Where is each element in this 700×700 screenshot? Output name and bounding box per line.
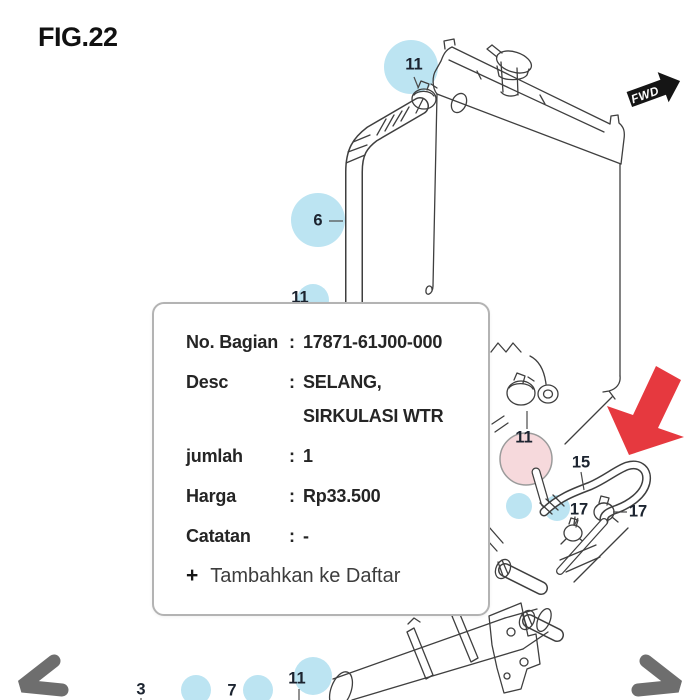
highlight-circle[interactable]: [291, 193, 345, 247]
field-row-description: Desc : SELANG,: [186, 370, 470, 395]
field-row-quantity: jumlah : 1: [186, 444, 470, 469]
highlight-circle[interactable]: [181, 675, 211, 700]
highlight-circle[interactable]: [384, 40, 438, 94]
nav-next-arrow[interactable]: [631, 654, 683, 697]
part-highlight-circles: [181, 40, 570, 700]
field-separator: :: [289, 526, 295, 546]
callout-leader-lines: [140, 76, 627, 700]
field-label: jumlah: [186, 446, 243, 466]
add-to-list-label: Tambahkan ke Daftar: [210, 564, 401, 587]
highlight-circle[interactable]: [294, 657, 332, 695]
callout-part-17-right[interactable]: 17: [628, 502, 648, 521]
red-pointer-arrow-icon: [607, 366, 684, 455]
field-row-price: Harga : Rp33.500: [186, 484, 470, 509]
quantity-value: 1: [303, 446, 313, 466]
highlight-circle[interactable]: [243, 675, 273, 700]
callout-part-7[interactable]: 7: [227, 681, 237, 700]
field-row-part-number: No. Bagian : 17871-61J00-000: [186, 330, 470, 355]
figure-title: FIG.22: [38, 22, 118, 52]
fwd-direction-icon: FWD: [626, 72, 681, 108]
part-info-card: No. Bagian : 17871-61J00-000 Desc : SELA…: [152, 302, 490, 616]
callout-part-11-right[interactable]: 11: [515, 428, 533, 447]
description-value: SELANG,: [303, 372, 382, 392]
callout-part-15[interactable]: 15: [571, 453, 591, 472]
fwd-label: FWD: [629, 83, 661, 106]
field-row-notes: Catatan : -: [186, 524, 470, 549]
highlight-circle[interactable]: [506, 493, 532, 519]
callout-part-17-left[interactable]: 17: [569, 500, 589, 519]
field-label: [186, 404, 289, 429]
callout-part-6[interactable]: 6: [313, 211, 323, 230]
callout-part-3[interactable]: 3: [136, 680, 146, 699]
plus-icon: +: [186, 564, 199, 587]
field-label: Harga: [186, 486, 237, 506]
callout-part-11-bottom[interactable]: 11: [288, 669, 306, 688]
callout-part-11-top[interactable]: 11: [405, 55, 423, 74]
field-label: No. Bagian: [186, 332, 279, 352]
field-row-description-cont: SIRKULASI WTR: [186, 404, 470, 429]
price-value: Rp33.500: [303, 486, 381, 506]
field-label: Desc: [186, 372, 229, 392]
field-separator: :: [289, 332, 295, 352]
field-label: Catatan: [186, 526, 251, 546]
nav-previous-arrow[interactable]: [17, 654, 69, 697]
field-separator: :: [289, 446, 295, 466]
field-separator: [289, 404, 303, 429]
radiator-line-art: [328, 38, 652, 700]
description-value-line2: SIRKULASI WTR: [303, 406, 444, 426]
notes-value: -: [303, 526, 309, 546]
part-number-value: 17871-61J00-000: [303, 332, 443, 352]
field-separator: :: [289, 486, 295, 506]
field-separator: :: [289, 372, 295, 392]
add-to-list-button[interactable]: + Tambahkan ke Daftar: [186, 564, 400, 588]
